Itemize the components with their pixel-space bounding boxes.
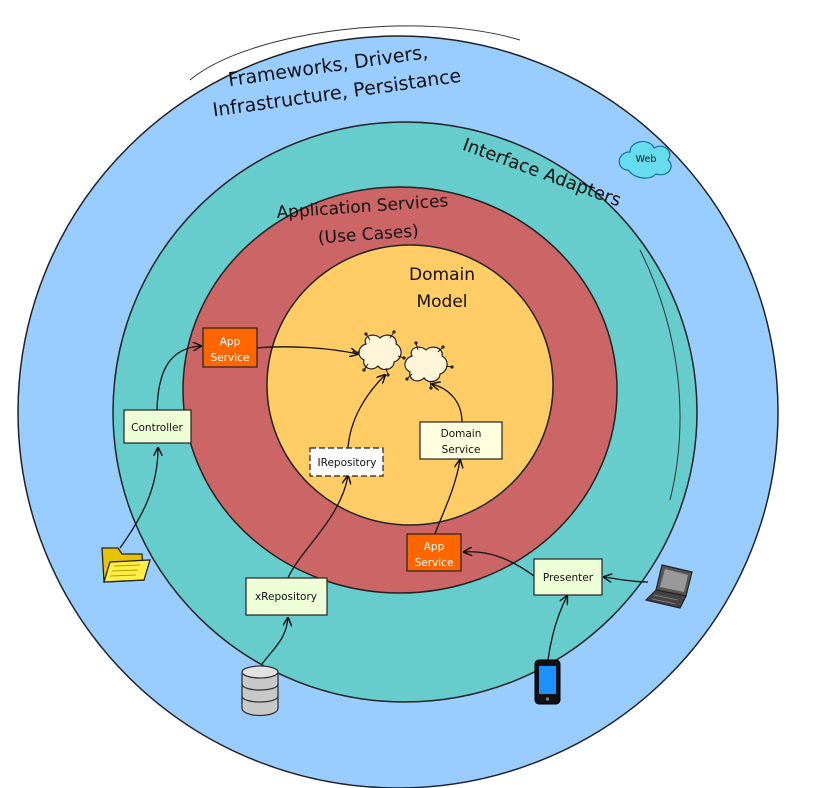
- domain-model-label-line1: Domain: [409, 265, 475, 285]
- domain-service-line2: Service: [442, 444, 481, 456]
- domain-service-box[interactable]: Domain Service: [419, 421, 503, 460]
- arrow-controller-to-app-service: [156, 346, 201, 411]
- app-service-top-line2: Service: [211, 352, 250, 364]
- mobile-phone-icon: [534, 659, 561, 705]
- presenter-box[interactable]: Presenter: [533, 558, 603, 596]
- arrow-domain-service-to-entity: [432, 384, 463, 423]
- adapters-sketch-stroke: [639, 249, 681, 501]
- outer-sketch-stroke: [189, 25, 521, 81]
- domain-model-layer: [266, 244, 554, 526]
- app-service-box-top[interactable]: App Service: [202, 327, 258, 368]
- app-service-bottom-line2: Service: [415, 557, 454, 569]
- arrow-laptop-to-presenter: [604, 577, 649, 582]
- arrow-xrepository-to-irepository: [287, 476, 348, 579]
- domain-service-line1: Domain: [441, 428, 482, 440]
- arrow-presenter-to-app-service: [464, 552, 535, 577]
- app-service-box-bottom[interactable]: App Service: [406, 533, 462, 572]
- folder-icon: [101, 547, 151, 583]
- web-cloud-label: Web: [636, 154, 657, 165]
- controller-box[interactable]: Controller: [123, 409, 192, 444]
- web-cloud-icon: Web: [618, 141, 672, 179]
- domain-model-label-line2: Model: [416, 292, 467, 312]
- xrepository-label: xRepository: [255, 591, 317, 603]
- entity-blob-icon: [404, 341, 454, 390]
- app-service-top-line1: App: [220, 336, 241, 348]
- arrow-phone-to-presenter: [547, 596, 567, 661]
- presenter-label: Presenter: [543, 572, 594, 584]
- arrow-database-to-xrepository: [261, 618, 288, 665]
- laptop-icon: [644, 564, 693, 609]
- arrow-app-service-to-domain-service: [434, 460, 460, 535]
- arrow-irepository-to-entity: [347, 375, 385, 449]
- arrow-folder-to-controller: [119, 448, 158, 549]
- arrow-app-service-to-entity: [255, 346, 358, 354]
- app-service-bottom-line1: App: [424, 541, 445, 553]
- xrepository-box[interactable]: xRepository: [245, 577, 328, 616]
- controller-label: Controller: [131, 422, 183, 434]
- irepository-box[interactable]: IRepository: [309, 447, 384, 477]
- irepository-label: IRepository: [318, 457, 377, 469]
- database-icon: [241, 665, 279, 717]
- entity-blob-icon: [352, 330, 406, 377]
